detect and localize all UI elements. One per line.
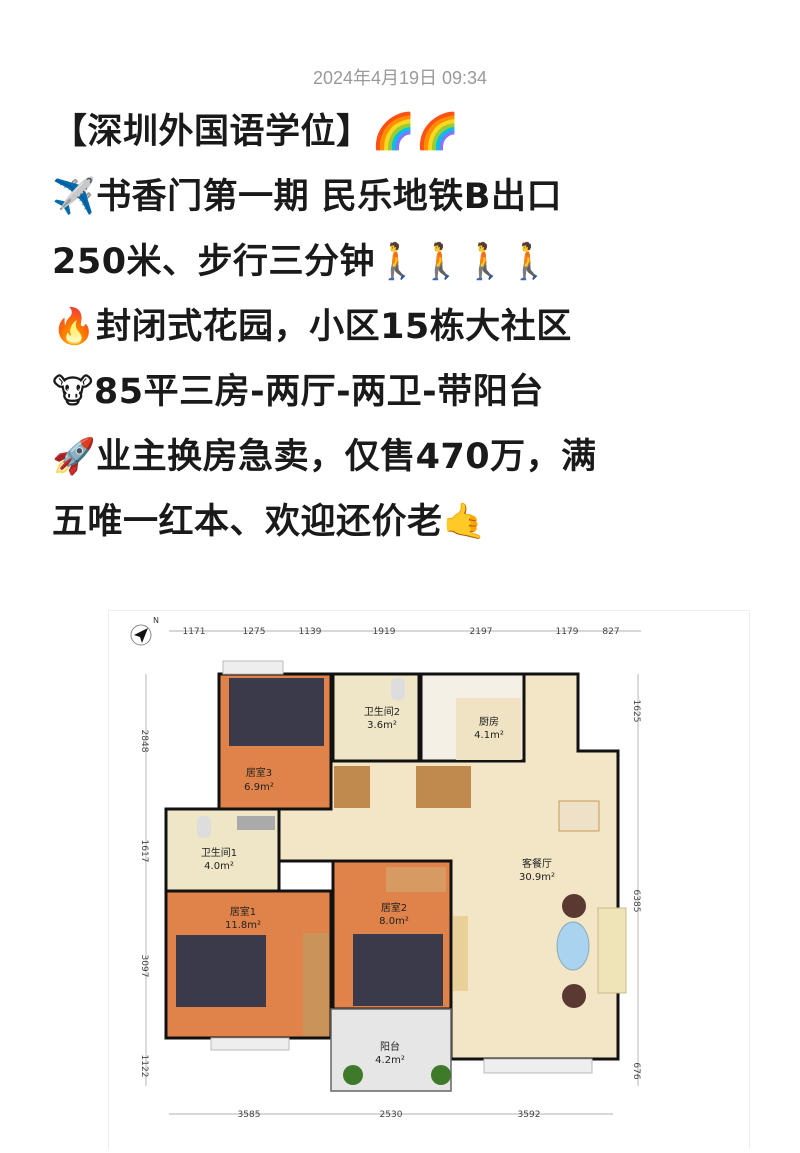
- bed-icon: [176, 935, 266, 1007]
- svg-text:厨房: 厨房: [479, 715, 499, 728]
- wardrobe: [334, 766, 370, 808]
- coffee-table-icon: [556, 921, 590, 971]
- svg-text:30.9m²: 30.9m²: [519, 872, 555, 883]
- window: [222, 660, 284, 675]
- svg-text:6.9m²: 6.9m²: [244, 782, 274, 793]
- dim-label: 1139: [299, 627, 322, 637]
- post-timestamp: 2024年4月19日 09:34: [312, 68, 488, 88]
- svg-text:N: N: [153, 616, 159, 625]
- floorplan-image[interactable]: N 1171 1275 1139 1919 2197 1179 827 2848…: [108, 610, 750, 1149]
- plant-icon: [431, 1065, 451, 1085]
- toilet-icon: [197, 816, 211, 838]
- post-line: 🚀业主换房急卖，仅售470万，满: [52, 437, 597, 477]
- svg-text:卫生间2: 卫生间2: [364, 705, 400, 718]
- sofa-icon: [597, 907, 627, 994]
- svg-text:居室2: 居室2: [381, 901, 407, 914]
- dining-table-icon: [558, 800, 600, 832]
- dim-label: 1171: [183, 627, 206, 637]
- svg-text:8.0m²: 8.0m²: [379, 916, 409, 927]
- wardrobe: [386, 867, 446, 892]
- post-text: 【深圳外国语学位】🌈🌈 ✈️书香门第一期 民乐地铁B出口 250米、步行三分钟🚶…: [52, 100, 752, 555]
- post-line: 🐮85平三房-两厅-两卫-带阳台: [52, 372, 544, 412]
- svg-text:居室1: 居室1: [230, 905, 256, 918]
- svg-text:客餐厅: 客餐厅: [522, 857, 552, 870]
- dim-label: 676: [631, 1062, 641, 1079]
- svg-text:卫生间1: 卫生间1: [201, 846, 237, 859]
- left-dimensions: 2848 1617 3097 1122: [139, 674, 149, 1086]
- dim-label: 1275: [243, 627, 266, 637]
- dim-label: 3592: [518, 1110, 541, 1120]
- tv-cabinet-icon: [453, 916, 468, 991]
- dim-label: 1625: [631, 700, 641, 723]
- svg-text:4.2m²: 4.2m²: [375, 1055, 405, 1066]
- toilet-icon: [391, 678, 405, 700]
- dim-label: 1617: [139, 840, 149, 863]
- bed-icon: [229, 678, 324, 746]
- post-line: 【深圳外国语学位】🌈🌈: [52, 112, 460, 152]
- dim-label: 827: [602, 627, 619, 637]
- armchair-icon: [562, 894, 586, 918]
- post-line: 250米、步行三分钟🚶🚶🚶🚶: [52, 242, 552, 282]
- svg-text:4.0m²: 4.0m²: [204, 861, 234, 872]
- floorplan-svg: N 1171 1275 1139 1919 2197 1179 827 2848…: [130, 616, 641, 1120]
- room-labels: 居室3 6.9m² 卫生间2 3.6m² 厨房 4.1m² 卫生间1 4.0m²…: [201, 705, 555, 1066]
- window: [210, 1037, 290, 1051]
- armchair-icon: [562, 984, 586, 1008]
- dim-label: 2530: [380, 1110, 403, 1120]
- bottom-dimensions: 3585 2530 3592: [169, 1110, 613, 1120]
- kitchen-floor: [456, 698, 521, 760]
- svg-text:居室3: 居室3: [246, 766, 272, 779]
- svg-text:3.6m²: 3.6m²: [367, 720, 397, 731]
- svg-text:11.8m²: 11.8m²: [225, 920, 261, 931]
- svg-text:阳台: 阳台: [380, 1040, 400, 1053]
- dim-label: 6385: [631, 890, 641, 913]
- svg-text:4.1m²: 4.1m²: [474, 730, 504, 741]
- wardrobe: [303, 933, 329, 1036]
- right-dimensions: 1625 6385 676: [631, 674, 641, 1086]
- dim-label: 1179: [556, 627, 579, 637]
- post-line: ✈️书香门第一期 民乐地铁B出口: [52, 177, 562, 217]
- dim-label: 1919: [373, 627, 396, 637]
- post-line: 🔥封闭式花园，小区15栋大社区: [52, 307, 572, 347]
- sink-icon: [237, 816, 275, 830]
- top-dimensions: 1171 1275 1139 1919 2197 1179 827: [169, 627, 641, 637]
- dim-label: 2848: [139, 730, 149, 753]
- wardrobe: [416, 766, 471, 808]
- compass-icon: N: [130, 616, 159, 646]
- post-line: 五唯一红本、欢迎还价老🤙: [52, 502, 487, 542]
- window: [483, 1058, 593, 1074]
- dim-label: 3097: [139, 955, 149, 978]
- dim-label: 1122: [139, 1055, 149, 1078]
- dim-label: 3585: [238, 1110, 261, 1120]
- plant-icon: [343, 1065, 363, 1085]
- bed-icon: [353, 934, 443, 1006]
- dim-label: 2197: [470, 627, 493, 637]
